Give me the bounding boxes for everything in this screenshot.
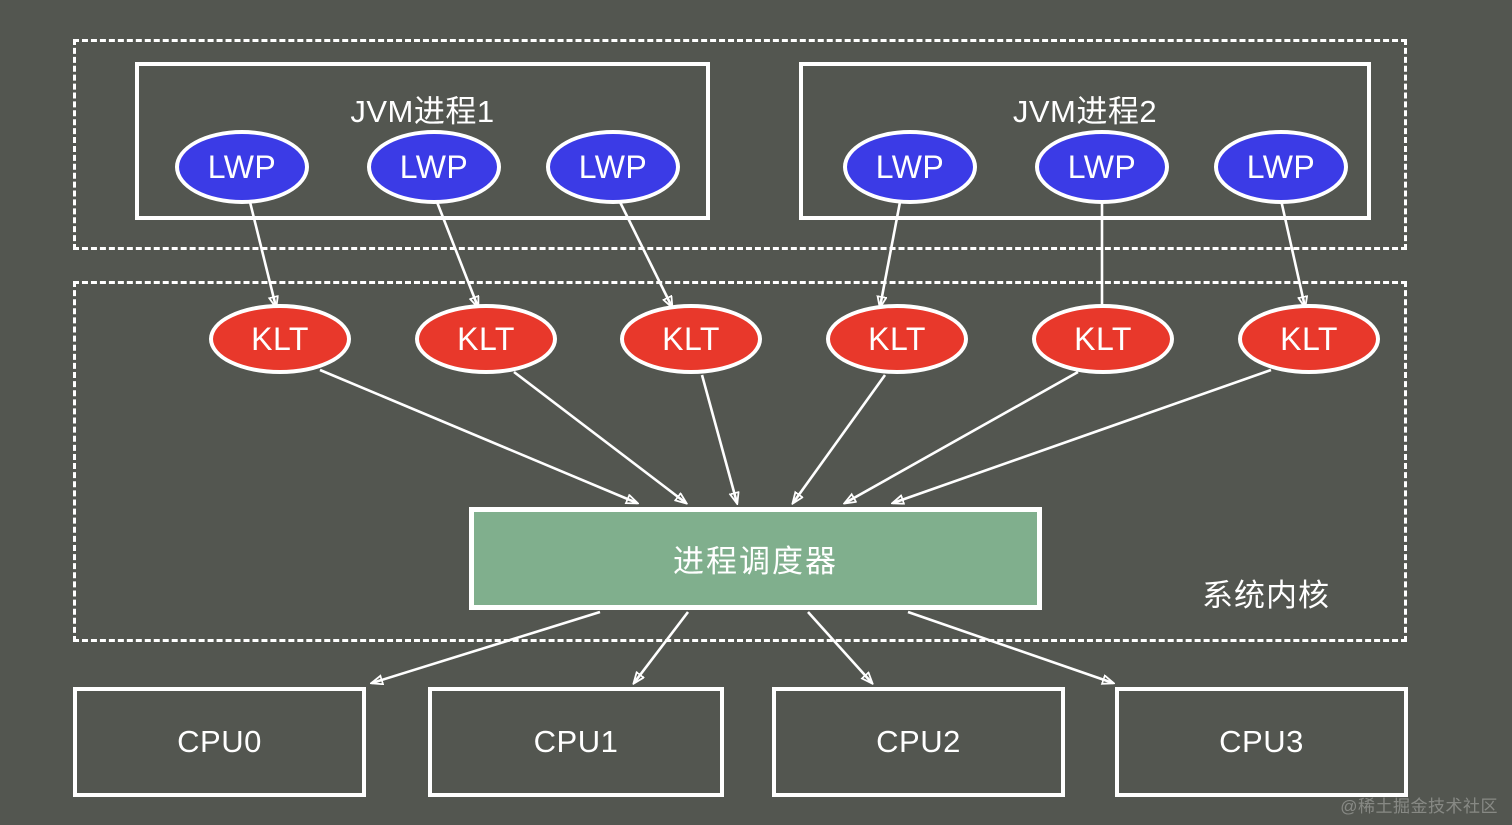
process-title-jvm1: JVM进程1 [350, 94, 495, 129]
cpu-label: CPU0 [177, 724, 262, 759]
klt-label: KLT [457, 320, 515, 357]
klt-label: KLT [868, 320, 926, 357]
klt-node: KLT [415, 304, 557, 374]
zone-user-space [73, 39, 1407, 250]
lwp-label: LWP [1246, 148, 1316, 185]
cpu-label: CPU2 [876, 724, 961, 759]
lwp-label: LWP [875, 148, 945, 185]
lwp-label: LWP [1067, 148, 1137, 185]
klt-label: KLT [1074, 320, 1132, 357]
lwp-label: LWP [578, 148, 648, 185]
lwp-node: LWP [1035, 130, 1169, 204]
zone-kernel-space [73, 281, 1407, 642]
watermark: @稀土掘金技术社区 [1340, 797, 1498, 816]
cpu-box-0: CPU0 [73, 687, 366, 797]
cpu-label: CPU1 [533, 724, 619, 759]
cpu-box-3: CPU3 [1115, 687, 1408, 797]
kernel-space-label: 系统内核 [1202, 578, 1330, 613]
klt-label: KLT [251, 320, 309, 357]
lwp-node: LWP [1214, 130, 1348, 204]
cpu-box-2: CPU2 [772, 687, 1065, 797]
process-box-jvm1: JVM进程1 [135, 62, 710, 220]
klt-node: KLT [1032, 304, 1174, 374]
klt-node: KLT [620, 304, 762, 374]
lwp-node: LWP [367, 130, 501, 204]
process-title-jvm2: JVM进程2 [1012, 94, 1158, 129]
klt-node: KLT [826, 304, 968, 374]
lwp-label: LWP [399, 148, 469, 185]
lwp-label: LWP [207, 148, 277, 185]
lwp-node: LWP [843, 130, 977, 204]
cpu-label: CPU3 [1219, 724, 1304, 759]
lwp-node: LWP [546, 130, 680, 204]
process-scheduler-box: 进程调度器 [469, 507, 1042, 610]
klt-label: KLT [1280, 320, 1338, 357]
lwp-node: LWP [175, 130, 309, 204]
process-scheduler-label: 进程调度器 [673, 544, 838, 579]
cpu-box-1: CPU1 [428, 687, 724, 797]
process-box-jvm2: JVM进程2 [799, 62, 1371, 220]
klt-node: KLT [1238, 304, 1380, 374]
klt-node: KLT [209, 304, 351, 374]
klt-label: KLT [662, 320, 720, 357]
